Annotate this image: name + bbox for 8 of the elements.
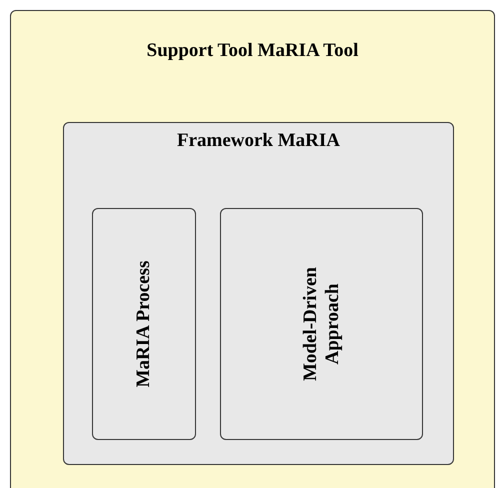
container-box [63,122,454,465]
box-title: Framework MaRIA [176,129,342,152]
container-box [10,10,495,488]
box-label: MaRIA Process [133,260,155,390]
component-box [220,208,423,440]
box-label: Model-Driven Approach [300,266,344,383]
component-box [92,208,196,440]
box-title: Support Tool MaRIA Tool [146,39,360,62]
